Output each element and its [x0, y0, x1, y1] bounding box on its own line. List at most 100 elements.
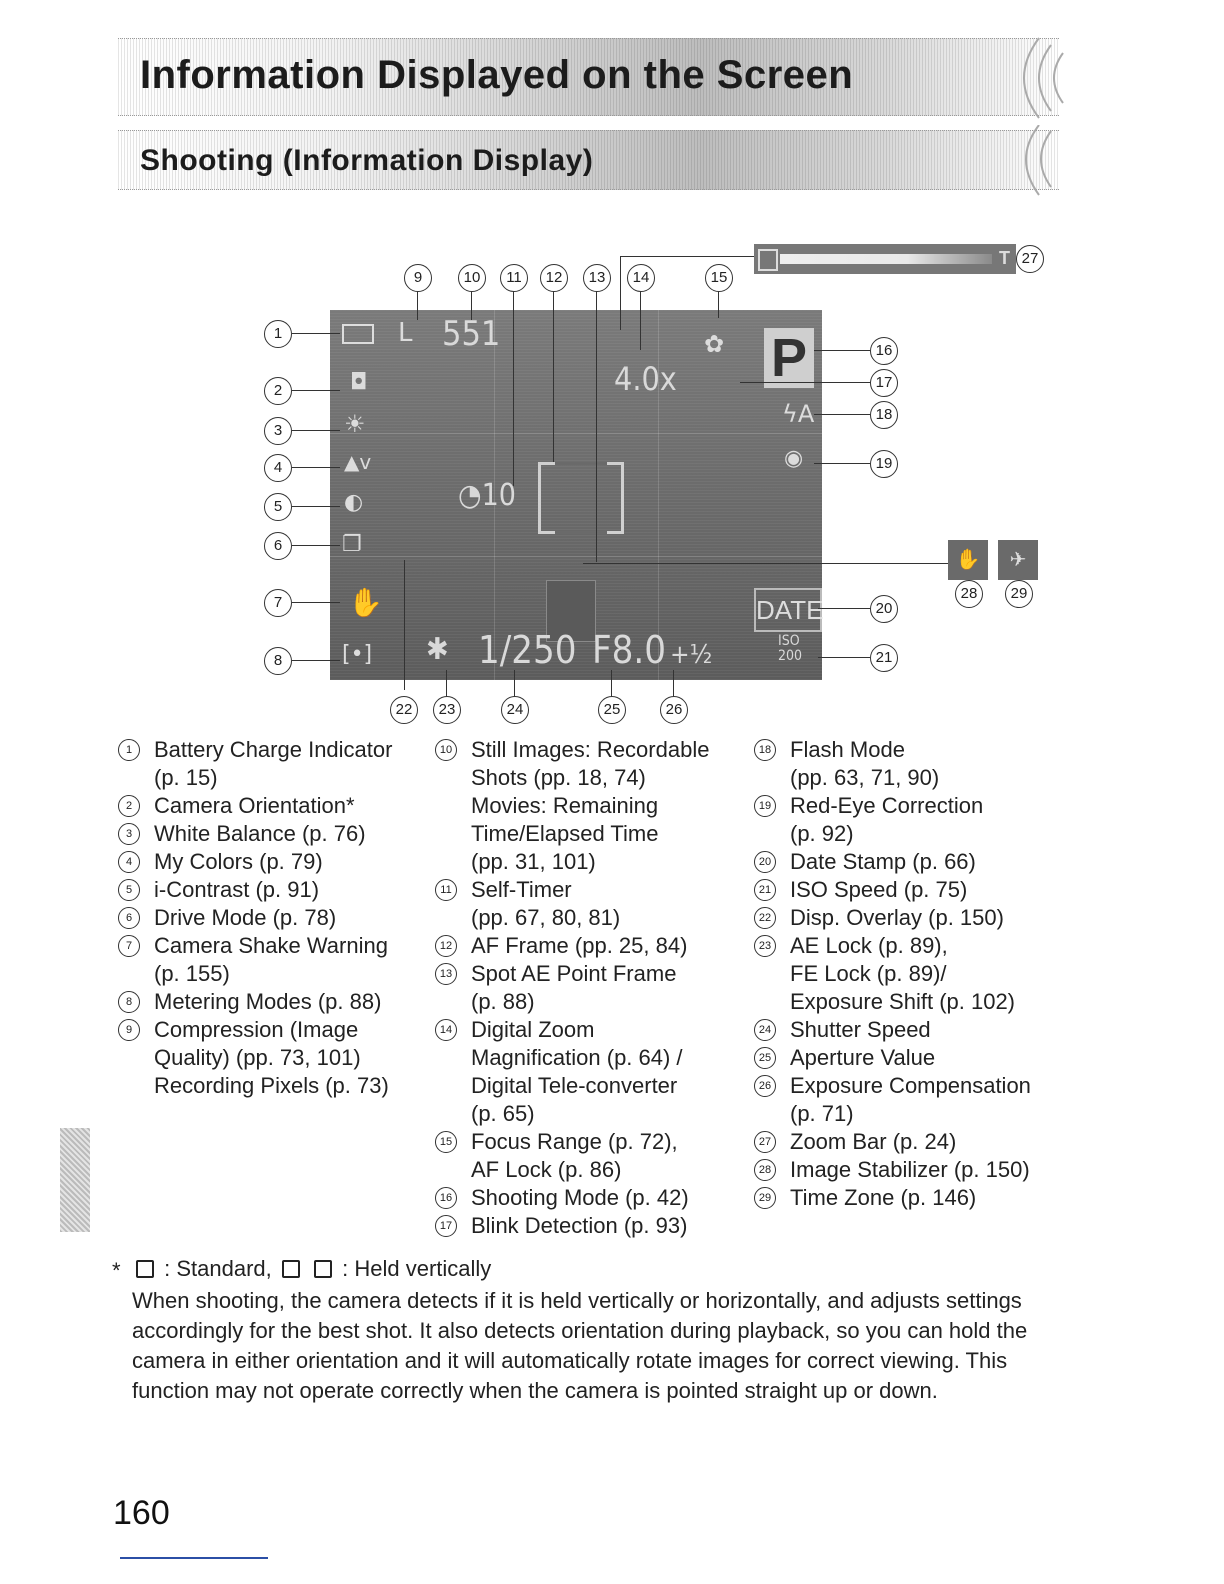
- legend-number-badge: 2: [118, 795, 140, 817]
- legend-number-badge: 26: [754, 1075, 776, 1097]
- legend-number-badge: 11: [435, 879, 457, 901]
- legend-number-badge: 27: [754, 1131, 776, 1153]
- battery-icon: [342, 324, 374, 344]
- legend-text: AE Lock (p. 89),: [790, 932, 1074, 960]
- callout-3: 3: [264, 417, 292, 445]
- legend-text: i-Contrast (p. 91): [154, 876, 436, 904]
- sub-heading-bar: Shooting (Information Display): [118, 130, 1059, 190]
- main-heading: Information Displayed on the Screen: [140, 53, 853, 98]
- legend-number-badge: 9: [118, 1019, 140, 1041]
- legend-text: AF Frame (pp. 25, 84): [471, 932, 753, 960]
- legend-text: Exposure Compensation: [790, 1072, 1074, 1100]
- legend-number-badge: 18: [754, 739, 776, 761]
- legend-text: FE Lock (p. 89)/: [790, 960, 1074, 988]
- callout-19: 19: [870, 450, 898, 478]
- legend-text: (p. 65): [471, 1100, 753, 1128]
- legend-number-badge: 24: [754, 1019, 776, 1041]
- footnote-body: When shooting, the camera detects if it …: [132, 1286, 1062, 1406]
- legend-text: Self-Timer: [471, 876, 753, 904]
- page-number: 160: [113, 1494, 170, 1533]
- callout-18: 18: [870, 401, 898, 429]
- legend-text: Disp. Overlay (p. 150): [790, 904, 1074, 932]
- callout-25: 25: [598, 696, 626, 724]
- legend-number-badge: 17: [435, 1215, 457, 1237]
- legend-number-badge: 28: [754, 1159, 776, 1181]
- callout-9: 9: [404, 264, 432, 292]
- legend-item: 28 Image Stabilizer (p. 150): [754, 1156, 1074, 1184]
- legend-text: (p. 155): [154, 960, 436, 988]
- legend-text: Camera Orientation*: [154, 792, 436, 820]
- aperture-value: F8.0: [592, 628, 666, 672]
- callout-8: 8: [264, 647, 292, 675]
- legend-text: (pp. 31, 101): [471, 848, 753, 876]
- camera-vertical-left-icon: [282, 1260, 300, 1278]
- legend-text: Magnification (p. 64) /: [471, 1044, 753, 1072]
- legend-text: (p. 71): [790, 1100, 1074, 1128]
- legend-item: 4My Colors (p. 79): [118, 848, 436, 876]
- legend-text: Time/Elapsed Time: [471, 820, 753, 848]
- zoom-track: [780, 254, 992, 264]
- swirl-decoration-icon: [999, 33, 1099, 123]
- legend-text: White Balance (p. 76): [154, 820, 436, 848]
- legend-text: Recording Pixels (p. 73): [154, 1072, 436, 1100]
- i-contrast-icon: ◐: [344, 490, 363, 515]
- camera-vertical-right-icon: [314, 1260, 332, 1278]
- orientation-icon: ◘: [350, 370, 367, 395]
- camera-standard-icon: [136, 1260, 154, 1278]
- callout-17: 17: [870, 369, 898, 397]
- exposure-compensation: +½: [670, 640, 712, 670]
- legend-number-badge: 14: [435, 1019, 457, 1041]
- legend-text: (pp. 63, 71, 90): [790, 764, 1074, 792]
- legend-number-badge: 10: [435, 739, 457, 761]
- legend-column-3: 18 Flash Mode(pp. 63, 71, 90)19Red-Eye Co…: [754, 736, 1074, 1212]
- legend-item: 24Shutter Speed: [754, 1016, 1074, 1044]
- legend-item: 3White Balance (p. 76): [118, 820, 436, 848]
- legend-number-badge: 25: [754, 1047, 776, 1069]
- legend-item: 18 Flash Mode(pp. 63, 71, 90): [754, 736, 1074, 792]
- sub-heading: Shooting (Information Display): [140, 144, 593, 178]
- time-zone-icon: ✈: [998, 540, 1038, 580]
- legend-text: Image Stabilizer (p. 150): [790, 1156, 1074, 1184]
- legend-item: 9Compression (ImageQuality) (pp. 73, 101…: [118, 1016, 436, 1100]
- legend-item: 10Still Images: RecordableShots (pp. 18,…: [435, 736, 753, 876]
- camera-shake-icon: ✋: [348, 586, 383, 619]
- af-frame: [538, 462, 624, 534]
- legend-item: 26 Exposure Compensation(p. 71): [754, 1072, 1074, 1128]
- tele-icon: T: [999, 248, 1010, 269]
- callout-28: 28: [955, 580, 983, 608]
- callout-11: 11: [500, 264, 528, 292]
- callout-4: 4: [264, 454, 292, 482]
- legend-text: Aperture Value: [790, 1044, 1074, 1072]
- legend-text: Flash Mode: [790, 736, 1074, 764]
- legend-text: Camera Shake Warning: [154, 932, 436, 960]
- legend-text: Time Zone (p. 146): [790, 1184, 1074, 1212]
- wide-icon: [758, 249, 778, 271]
- legend-item: 20Date Stamp (p. 66): [754, 848, 1074, 876]
- callout-6: 6: [264, 532, 292, 560]
- legend-number-badge: 5: [118, 879, 140, 901]
- legend-item: 6Drive Mode (p. 78): [118, 904, 436, 932]
- callout-21: 21: [870, 644, 898, 672]
- legend-text: Quality) (pp. 73, 101): [154, 1044, 436, 1072]
- shutter-speed: 1/250: [478, 628, 577, 672]
- footnote-star: *: [112, 1258, 121, 1284]
- section-thumb-tab: [60, 1128, 90, 1232]
- legend-text: ISO Speed (p. 75): [790, 876, 1074, 904]
- image-stabilizer-icon: ✋: [948, 540, 988, 580]
- callout-29: 29: [1005, 580, 1033, 608]
- recordable-shots: 551: [442, 314, 500, 354]
- legend-number-badge: 16: [435, 1187, 457, 1209]
- legend-text: Red-Eye Correction: [790, 792, 1074, 820]
- legend-text: Metering Modes (p. 88): [154, 988, 436, 1016]
- zoom-magnification: 4.0x: [614, 360, 677, 398]
- ae-lock-icon: ✱: [426, 632, 449, 667]
- swirl-decoration-icon: [999, 125, 1099, 215]
- legend-text: Shooting Mode (p. 42): [471, 1184, 753, 1212]
- legend-text: Battery Charge Indicator: [154, 736, 436, 764]
- zoom-bar: T: [754, 244, 1016, 274]
